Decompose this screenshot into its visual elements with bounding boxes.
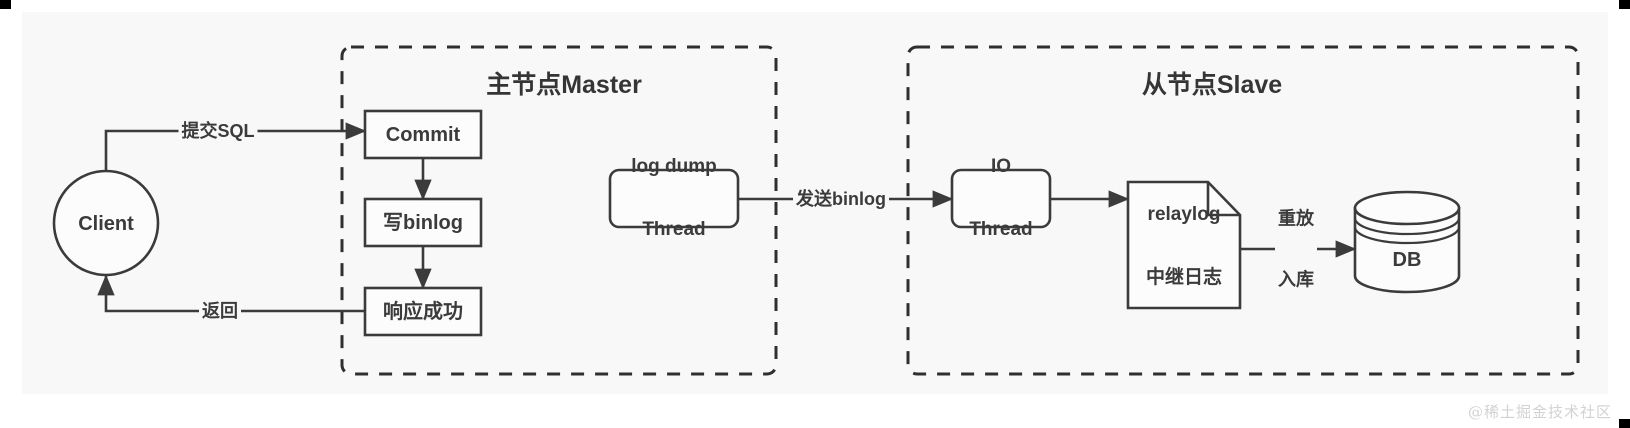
- node-client-shape[interactable]: [52, 169, 160, 277]
- node-db-ring-2: [1353, 226, 1461, 245]
- node-db-body[interactable]: [1353, 206, 1461, 294]
- node-db-ring-1: [1353, 217, 1461, 236]
- node-log-dump-thread-shape[interactable]: [608, 168, 740, 229]
- group-slave-boundary: [906, 45, 1580, 376]
- node-respond-success-shape[interactable]: [363, 286, 483, 337]
- corner-marker-top-left: [0, 0, 11, 9]
- watermark: @稀土掘金技术社区: [1467, 403, 1612, 421]
- node-db-top: [1353, 190, 1461, 226]
- group-master-boundary: [340, 45, 778, 376]
- node-relaylog-shape[interactable]: [1126, 180, 1242, 310]
- node-io-thread-shape[interactable]: [950, 168, 1052, 229]
- edge-return-line: [97, 274, 365, 313]
- node-write-binlog-shape[interactable]: [363, 197, 483, 248]
- corner-marker-top-right: [1619, 0, 1630, 9]
- edge-submit-sql-line: [104, 122, 367, 171]
- corner-marker-bottom-right: [1619, 419, 1630, 428]
- node-relaylog-fold: [1206, 182, 1240, 217]
- node-commit-shape[interactable]: [363, 109, 483, 160]
